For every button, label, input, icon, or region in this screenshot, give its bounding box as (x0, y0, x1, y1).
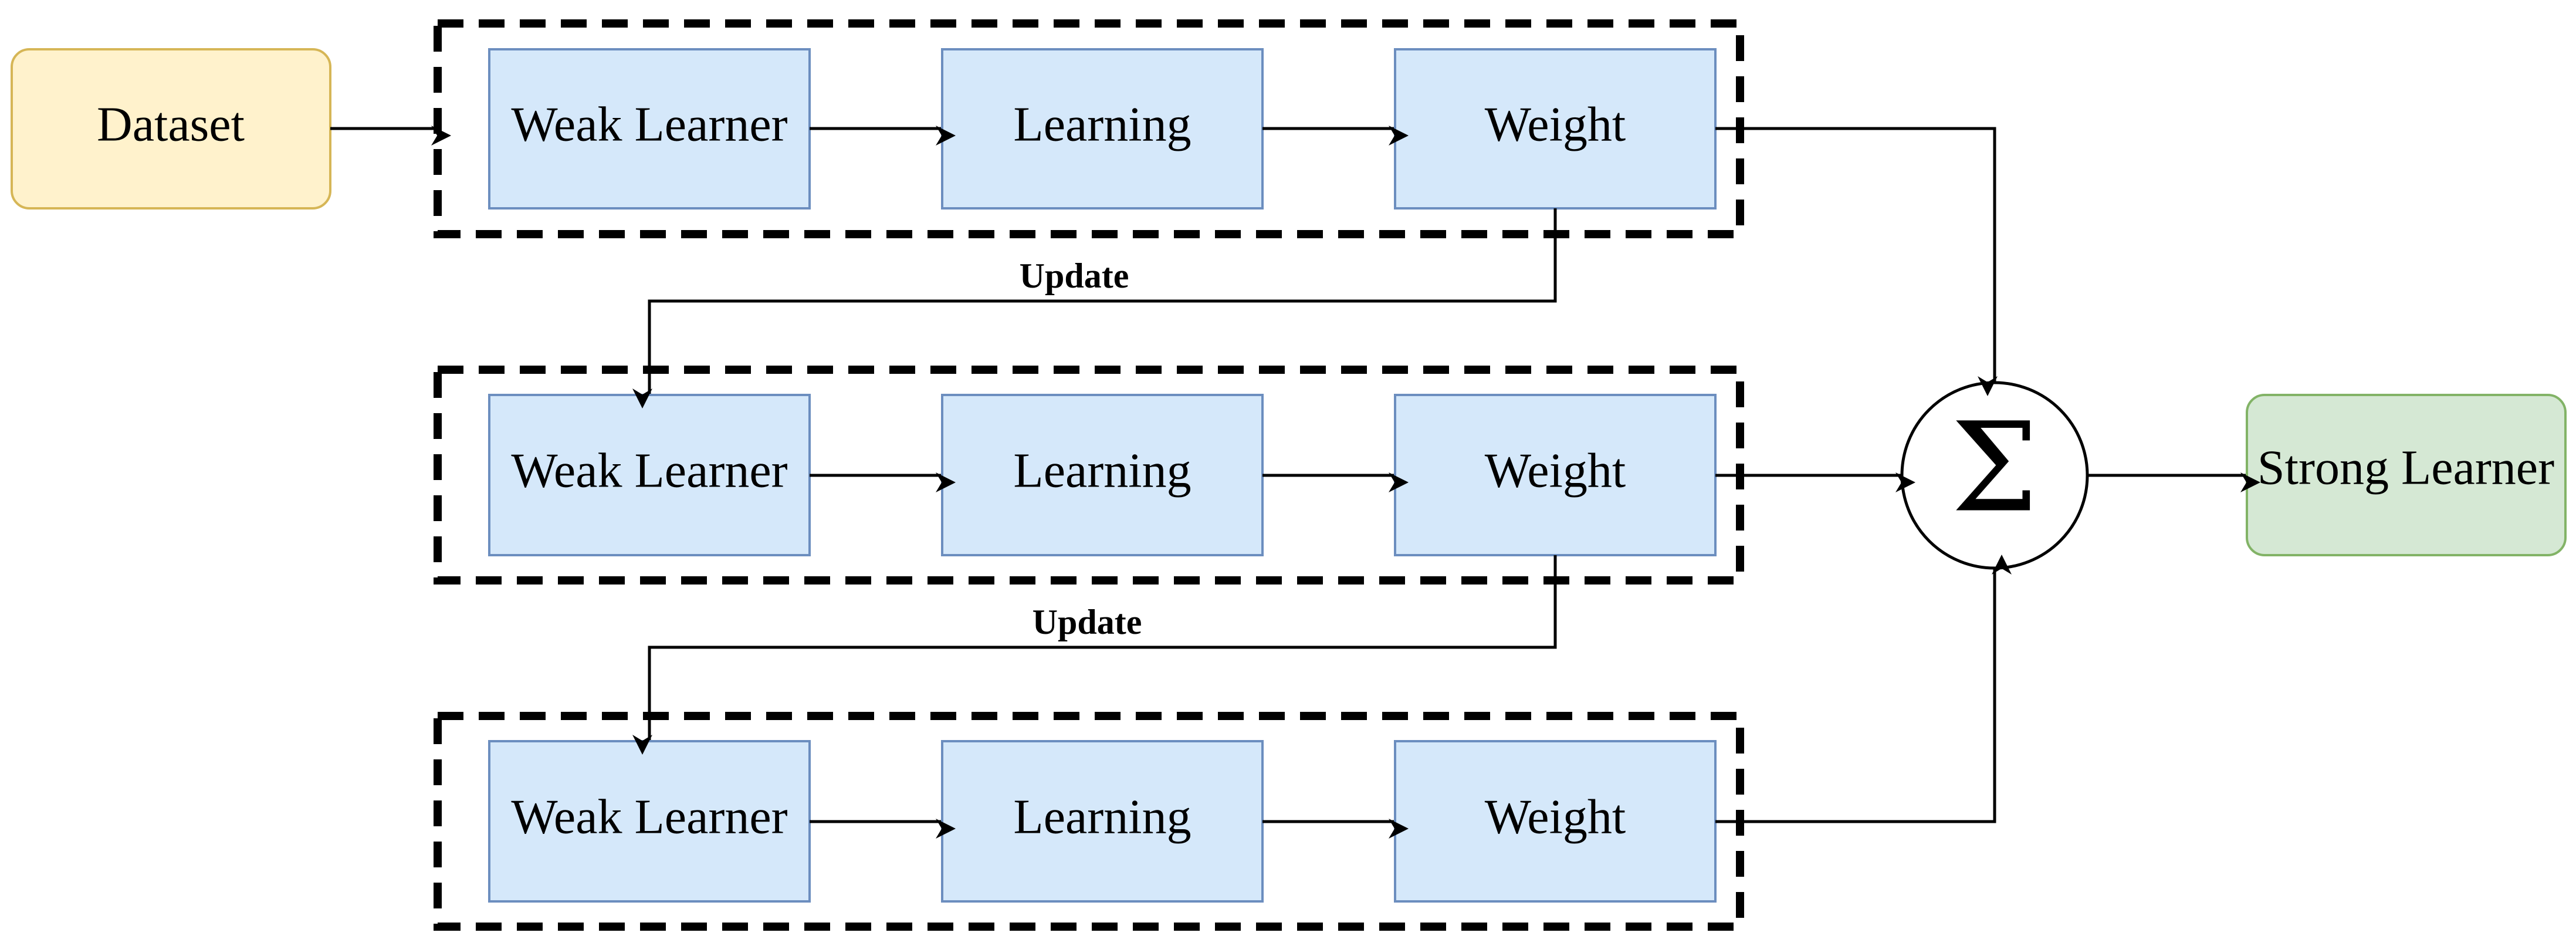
edge-update-1 (632, 208, 1557, 409)
weak-learner-label: Weak Learner (511, 789, 787, 844)
weight-label: Weight (1485, 789, 1626, 844)
weight-label: Weight (1485, 443, 1626, 498)
weak-learner-box (488, 48, 811, 210)
stage-3-learning[interactable]: Learning (941, 740, 1264, 903)
strong-learner-node[interactable]: Strong Learner (2246, 394, 2567, 556)
weak-learner-box (488, 740, 811, 903)
learning-label: Learning (1013, 443, 1191, 498)
stage-2: Weak Learner Learning Weight (434, 366, 1744, 585)
weak-learner-label: Weak Learner (511, 97, 787, 151)
stage-1-learning[interactable]: Learning (941, 48, 1264, 210)
stage-3-weak-learner[interactable]: Weak Learner (488, 740, 811, 903)
stage-2-weak-learner[interactable]: Weak Learner (488, 394, 811, 556)
stage-1-weak-learner[interactable]: Weak Learner (488, 48, 811, 210)
weak-learner-box (488, 394, 811, 556)
dataset-node[interactable]: Dataset (11, 48, 331, 210)
stage-1-weight[interactable]: Weight (1394, 48, 1717, 210)
learning-box (941, 394, 1264, 556)
stage-2-learning[interactable]: Learning (941, 394, 1264, 556)
learning-label: Learning (1013, 789, 1191, 844)
stage-2-weight[interactable]: Weight (1394, 394, 1717, 556)
weak-learner-label: Weak Learner (511, 443, 787, 498)
learning-label: Learning (1013, 97, 1191, 151)
dataset-label: Dataset (97, 97, 245, 151)
weight-box (1394, 740, 1717, 903)
weight-box (1394, 48, 1717, 210)
edge-update-2 (632, 555, 1557, 755)
update-label-1: Update (1020, 256, 1129, 295)
edge-s1-weight-to-sum (1715, 127, 1998, 397)
sum-node[interactable]: Σ (1900, 381, 2089, 570)
sigma-icon: Σ (1951, 396, 2038, 540)
stage-1: Weak Learner Learning Weight (434, 19, 1744, 238)
stage-3-weight[interactable]: Weight (1394, 740, 1717, 903)
stage-3: Weak Learner Learning Weight (434, 712, 1744, 931)
edge-s3-weight-to-sum (1715, 554, 2012, 823)
weight-label: Weight (1485, 97, 1626, 151)
update-label-2: Update (1033, 603, 1142, 641)
strong-learner-label: Strong Learner (2257, 440, 2554, 495)
